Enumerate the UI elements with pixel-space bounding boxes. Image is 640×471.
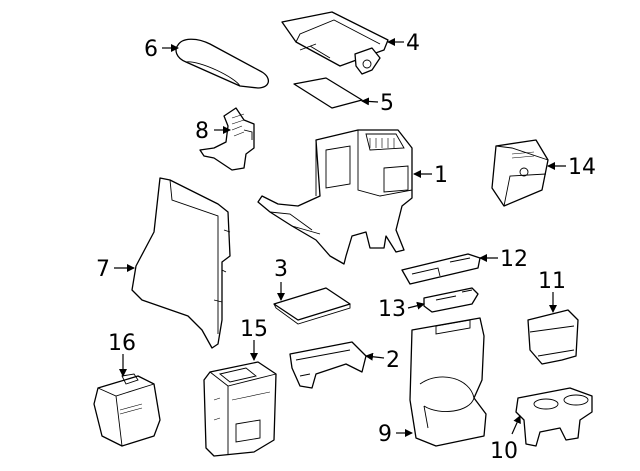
tray-part[interactable] <box>273 287 351 325</box>
console-box-part[interactable] <box>257 129 413 265</box>
switch-part[interactable] <box>423 287 479 313</box>
callout-5: 5 <box>380 91 394 116</box>
callout-4: 4 <box>406 31 420 56</box>
leader-13 <box>407 301 425 310</box>
callout-7: 7 <box>96 257 110 282</box>
console-storage-part[interactable] <box>203 361 277 457</box>
callout-10: 10 <box>490 439 518 464</box>
bracket-part[interactable] <box>199 107 255 171</box>
callout-leaders <box>114 38 566 437</box>
leader-2 <box>365 352 385 361</box>
cup-holder-cover-part[interactable] <box>527 309 579 365</box>
callout-3: 3 <box>274 257 288 282</box>
cup-holder-part[interactable] <box>515 387 593 447</box>
rear-bracket-part[interactable] <box>289 341 367 389</box>
electronic-module-part[interactable] <box>93 373 161 447</box>
switch-bracket-part[interactable] <box>401 253 481 285</box>
callout-16: 16 <box>108 331 136 356</box>
armrest-pad-part[interactable] <box>175 38 269 89</box>
leader-10 <box>511 415 521 435</box>
storage-box-part[interactable] <box>491 139 549 207</box>
callout-6: 6 <box>144 37 158 62</box>
side-panel-part[interactable] <box>131 177 231 349</box>
callout-1: 1 <box>434 163 448 188</box>
callout-12: 12 <box>500 247 528 272</box>
leader-5 <box>361 97 379 106</box>
callout-13: 13 <box>378 297 406 322</box>
console-lid-part[interactable] <box>281 11 389 75</box>
callout-15: 15 <box>240 317 268 342</box>
callout-11: 11 <box>538 269 566 294</box>
callout-8: 8 <box>195 119 209 144</box>
callout-labels: 1 2 3 4 5 6 7 8 9 10 11 12 13 14 15 16 <box>96 31 596 464</box>
callout-14: 14 <box>568 155 596 180</box>
front-panel-part[interactable] <box>409 317 487 447</box>
callout-9: 9 <box>378 422 392 447</box>
lid-pad-part[interactable] <box>293 77 363 109</box>
callout-2: 2 <box>386 348 400 373</box>
